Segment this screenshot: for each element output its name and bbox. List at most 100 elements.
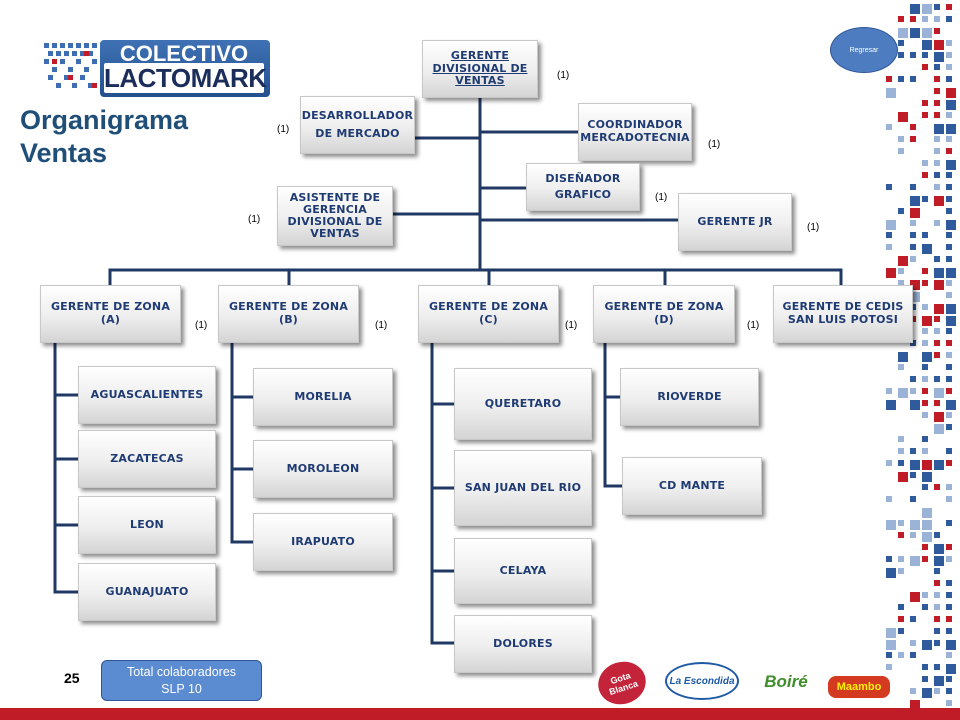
page-title-line2: Ventas (20, 137, 108, 168)
page-number: 25 (64, 670, 80, 686)
pattern-square (886, 652, 892, 658)
pattern-square (946, 208, 952, 214)
count-zona-d: (1) (747, 320, 760, 331)
pattern-square (946, 640, 956, 650)
pattern-square (946, 100, 956, 110)
pattern-square (946, 580, 952, 586)
pattern-square (922, 520, 932, 530)
pattern-square (934, 268, 944, 278)
pattern-square (934, 424, 944, 434)
pattern-square (910, 4, 920, 14)
pattern-square (886, 640, 896, 650)
pattern-square (946, 76, 952, 82)
pattern-square (922, 364, 928, 370)
page-title: Organigrama Ventas (20, 104, 220, 170)
pattern-square (898, 208, 904, 214)
pattern-square (898, 16, 904, 22)
pattern-square (922, 64, 928, 70)
pattern-square (910, 460, 920, 470)
pattern-square (910, 496, 916, 502)
city-box: RIOVERDE (620, 368, 759, 426)
pattern-square (922, 304, 928, 310)
pattern-square (910, 232, 916, 238)
pattern-square (946, 52, 952, 58)
pattern-square (946, 592, 952, 598)
pattern-square (946, 304, 956, 314)
city-box: QUERETARO (454, 368, 592, 440)
org-box-coordinador: COORDINADOR MERCADOTECNIA (578, 103, 692, 161)
pattern-square (946, 688, 952, 694)
pattern-square (922, 328, 928, 334)
pattern-square (922, 400, 928, 406)
pattern-square (898, 628, 904, 634)
pattern-square (898, 556, 904, 562)
pattern-square (898, 280, 904, 286)
pattern-square (910, 196, 920, 206)
pattern-square (910, 520, 920, 530)
pattern-square (910, 220, 916, 226)
pattern-square (946, 280, 952, 286)
pattern-square (922, 640, 932, 650)
brand-name: Gota Blanca (607, 670, 640, 698)
pattern-square (886, 244, 892, 250)
count-zona-a: (1) (195, 320, 208, 331)
pattern-square (934, 412, 944, 422)
pattern-square (922, 532, 932, 542)
logo-pixel-mark (44, 43, 97, 88)
pattern-square (910, 256, 916, 262)
pattern-square (922, 388, 928, 394)
pattern-square (922, 508, 932, 518)
pattern-square (898, 520, 904, 526)
pattern-square (886, 88, 896, 98)
city-box: MOROLEON (253, 440, 393, 498)
pattern-square (946, 400, 956, 410)
pattern-square (910, 448, 916, 454)
pattern-square (910, 388, 916, 394)
pattern-square (934, 484, 940, 490)
pattern-square (922, 172, 928, 178)
org-box-zona-a: GERENTE DE ZONA (A) (40, 285, 181, 343)
pattern-square (898, 352, 908, 362)
pattern-square (922, 544, 928, 550)
city-box: CELAYA (454, 538, 592, 604)
pattern-square (898, 532, 904, 538)
pattern-square (934, 124, 944, 134)
city-box: MORELIA (253, 368, 393, 426)
pattern-square (946, 556, 952, 562)
pattern-square (910, 616, 916, 622)
count-asistente: (1) (248, 214, 261, 225)
pattern-square (934, 100, 940, 106)
count-zona-b: (1) (375, 320, 388, 331)
brand-name: La Escondida (669, 675, 735, 687)
regresar-button[interactable]: Regresar (830, 27, 898, 73)
pattern-square (910, 28, 920, 38)
org-box-gerente-divisional: GERENTE DIVISIONAL DE VENTAS (422, 40, 538, 98)
brand-name: Boiré (764, 672, 808, 691)
org-box-zona-b: GERENTE DE ZONA (B) (218, 285, 359, 343)
pattern-square (922, 268, 928, 274)
pattern-square (934, 76, 940, 82)
pattern-square (946, 604, 952, 610)
pattern-square (934, 328, 940, 334)
pattern-square (934, 628, 940, 634)
pattern-square (910, 700, 920, 710)
pattern-square (898, 616, 904, 622)
pattern-square (934, 40, 944, 50)
pattern-square (946, 64, 952, 70)
count-coordinador: (1) (708, 139, 721, 150)
city-box: ZACATECAS (78, 430, 216, 488)
pattern-square (898, 40, 904, 46)
pattern-square (946, 16, 952, 22)
brand-logo-maambo: Maambo (828, 676, 890, 698)
pattern-square (910, 304, 916, 310)
pattern-square (886, 664, 892, 670)
pattern-square (934, 136, 940, 142)
org-box-zona-c: GERENTE DE ZONA (C) (418, 285, 559, 343)
pattern-square (934, 28, 940, 34)
pattern-square (910, 136, 916, 142)
pattern-square (934, 184, 940, 190)
pattern-square (922, 4, 932, 14)
pattern-square (922, 472, 932, 482)
